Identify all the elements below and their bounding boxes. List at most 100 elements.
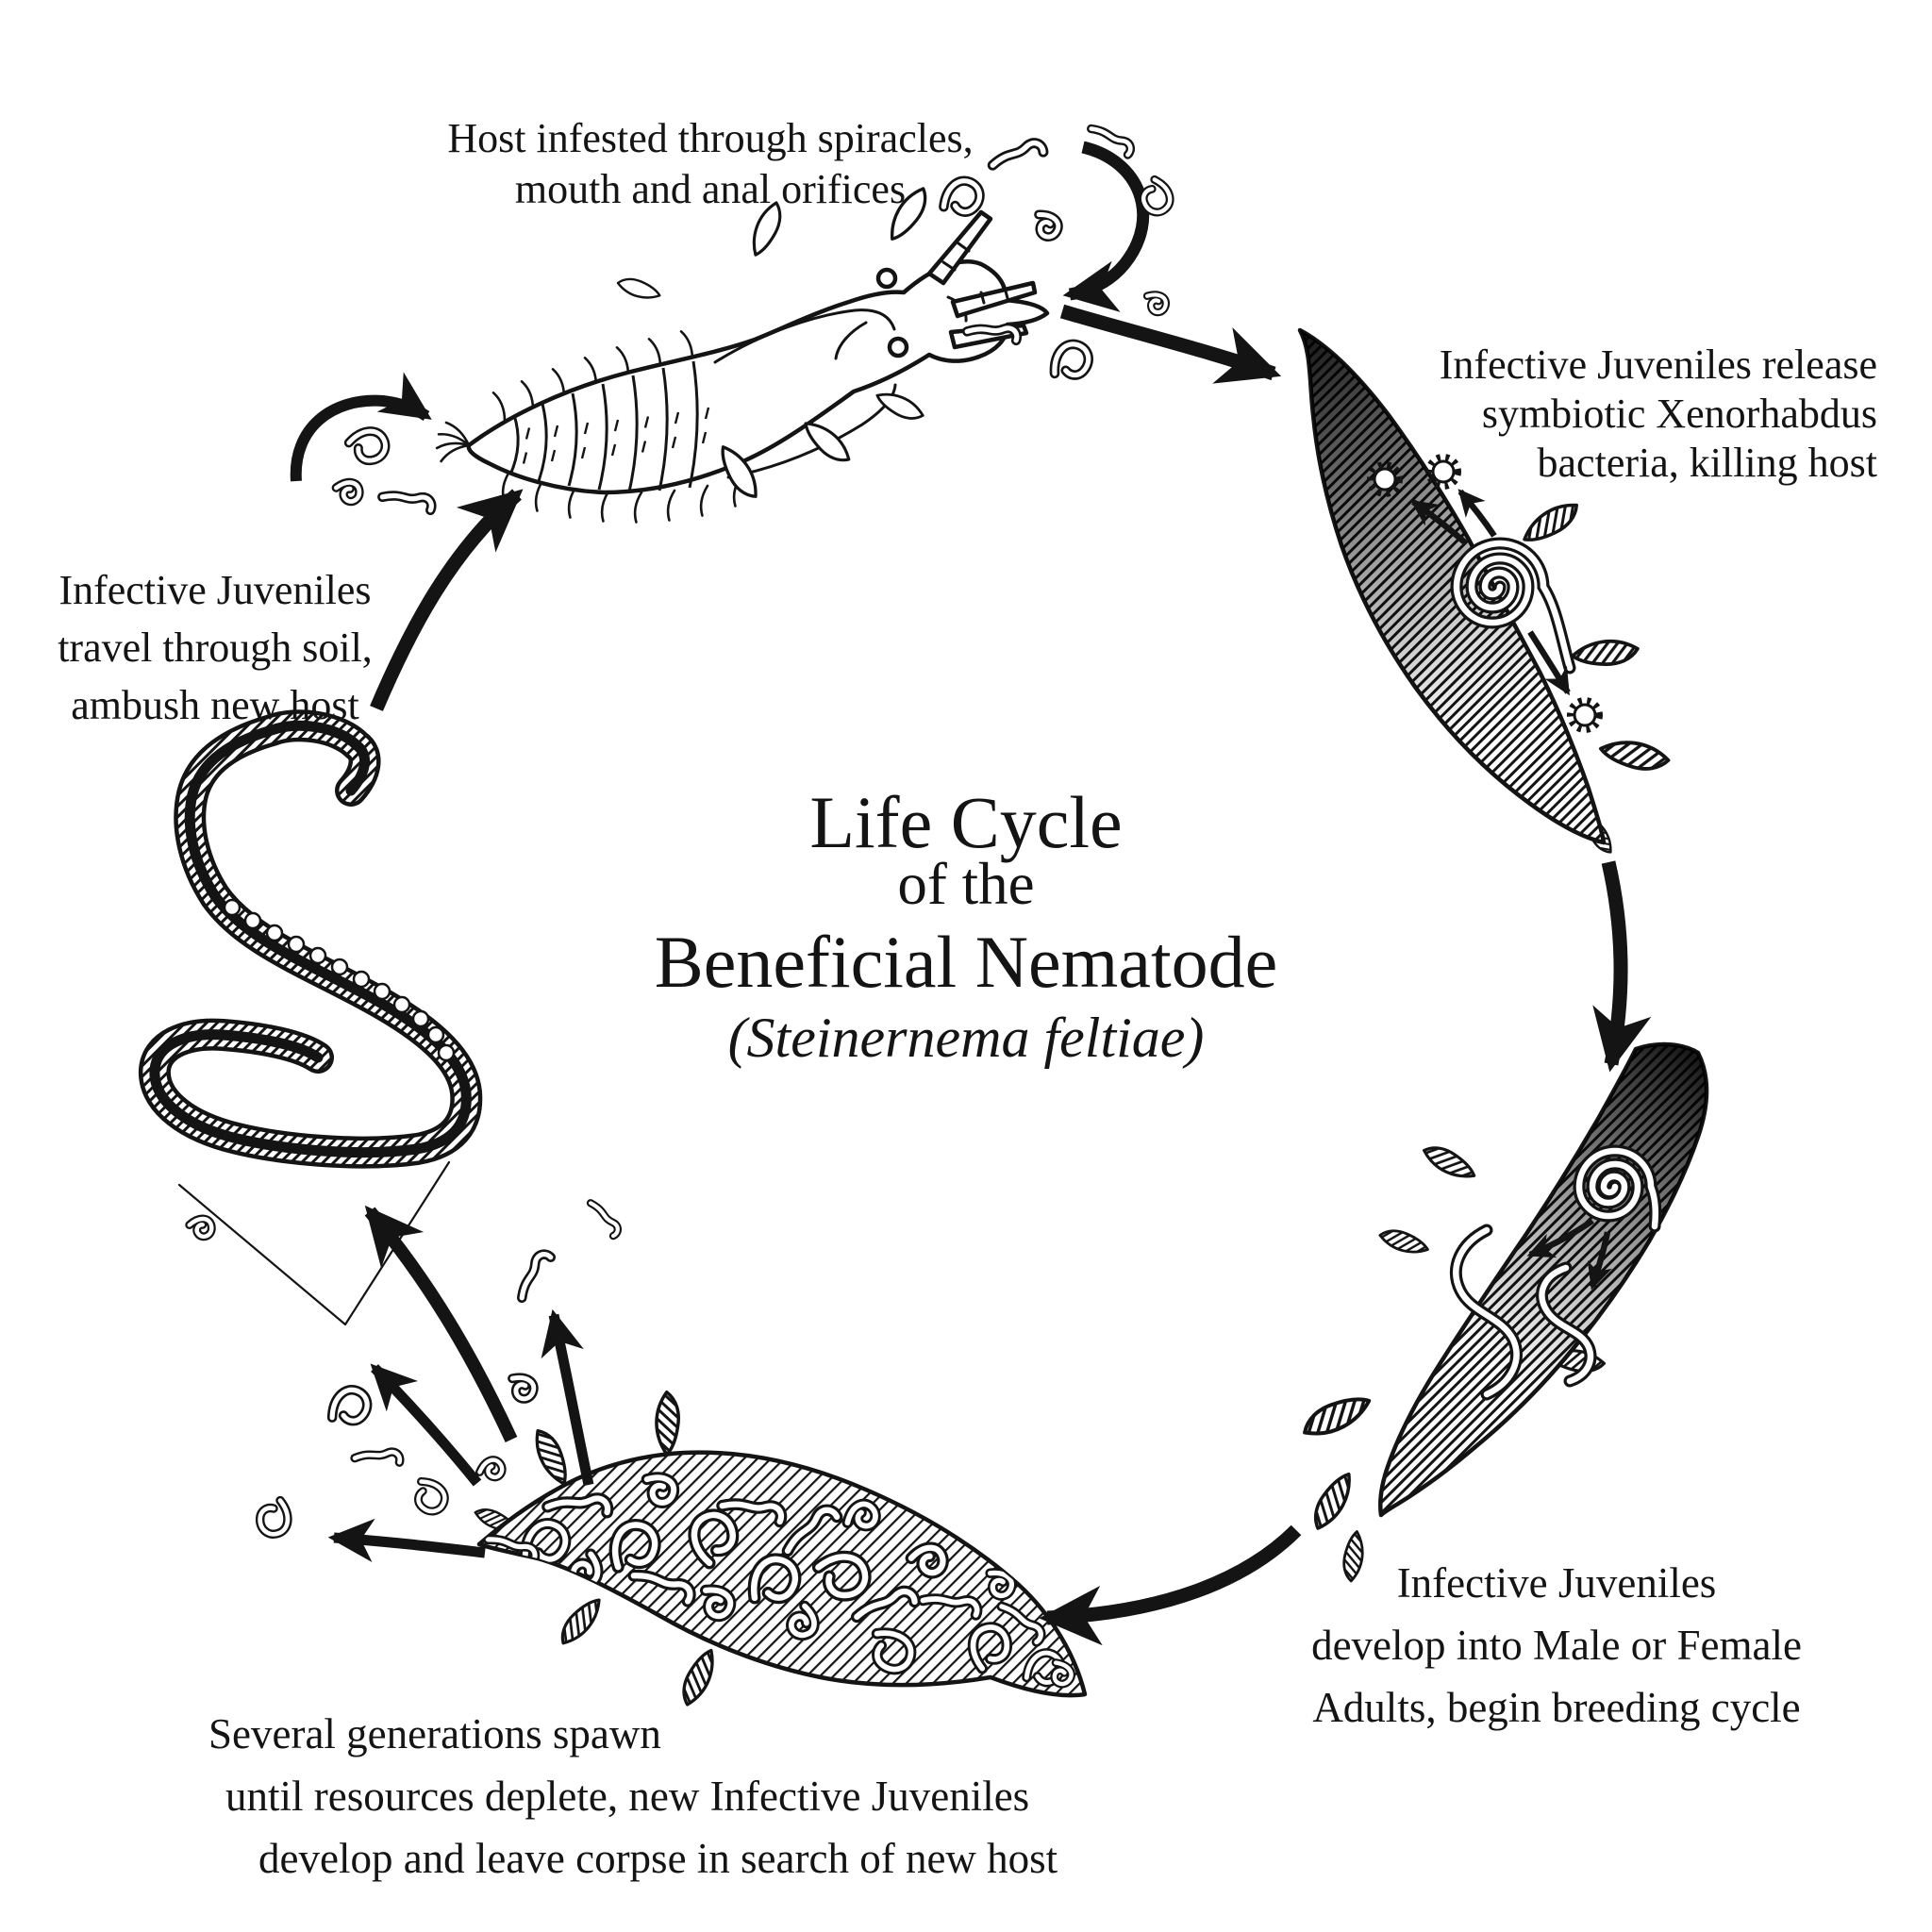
host-leg-claw (872, 387, 928, 425)
cycle-arrows (290, 141, 1652, 1646)
label-line: Several generations spawn (208, 1710, 661, 1757)
host-bristle (647, 338, 662, 369)
nematode-worm-icon (336, 481, 361, 504)
host-segment-tick (550, 425, 559, 462)
host-thorax-detail (834, 321, 868, 360)
label-line: travel through soil, (58, 625, 373, 671)
nematode-cell (243, 911, 262, 930)
host-segment-line (627, 375, 639, 492)
label-line: Adults, begin breeding cycle (1312, 1684, 1801, 1731)
label-spawn-generations: Several generations spawn until resource… (208, 1703, 1058, 1890)
nematode-worm-icon (355, 1437, 403, 1479)
development-arrow (1587, 1231, 1612, 1291)
infective-juvenile-magnified-illustration (139, 709, 483, 1326)
stage3-leg-claw (1418, 1140, 1481, 1185)
host-segment-tick (701, 407, 710, 444)
label-line: symbiotic Xenorhabdus (1481, 391, 1877, 437)
label-line: Host infested through spiracles, (447, 115, 974, 161)
nematode-worm-icon (508, 1375, 536, 1401)
nematode-cell (373, 982, 391, 1001)
host-ocellus-icon (875, 267, 898, 290)
host-segment-line (537, 403, 548, 482)
arrow-stage2-to-stage3 (1592, 860, 1652, 1073)
host-bristle (440, 443, 471, 463)
host-segment-line (688, 360, 699, 489)
nematode-worm-icon (325, 1386, 372, 1428)
arrow-juveniles-leaving (327, 1518, 486, 1563)
arrow-juveniles-leaving (541, 1308, 594, 1487)
label-line: mouth and anal orifices (514, 166, 907, 212)
bacteria-starburst-icon (1367, 454, 1603, 733)
diagram-title-line3: Beneficial Nematode (654, 921, 1278, 1003)
arrow-stage3-to-corpse (1039, 1524, 1302, 1646)
bacteria-release-arrow (1457, 489, 1497, 538)
label-line: Infective Juveniles (58, 567, 372, 613)
label-line: Infective Juveniles (1396, 1559, 1717, 1607)
host-thorax-detail (713, 308, 896, 364)
stage2-leg-claw (1569, 635, 1641, 672)
label-line: bacteria, killing host (1537, 440, 1877, 486)
label-soil-travel: Infective Juveniles travel through soil,… (0, 561, 460, 734)
corpse-leg-claw (526, 1424, 576, 1490)
nematode-cell (308, 946, 327, 965)
stage3-leg-claw (1376, 1225, 1432, 1258)
nematode-worm-icon (508, 1251, 560, 1298)
host-bristle (520, 380, 535, 411)
diagram-subtitle-species: (Steinernema feltiae) (727, 1007, 1205, 1069)
bacteria-release-arrow (1527, 630, 1571, 696)
host-bristle (600, 490, 610, 523)
host-body-outline (466, 259, 1050, 495)
host-segment-tick (580, 422, 590, 459)
diagram-title-line2: of the (897, 851, 1035, 917)
nematode-worm-icon (382, 475, 435, 525)
corpse-body-outline (476, 1450, 1088, 1698)
corpse-leg-claw (675, 1644, 722, 1710)
host-abdomen-segments (508, 360, 710, 492)
label-line: develop into Male or Female (1311, 1622, 1802, 1669)
breeding-adults-stage3-illustration (1299, 1041, 1709, 1584)
coiled-nematode-spiral-icon (1573, 1144, 1662, 1233)
nematode-worm-icon (1144, 293, 1167, 313)
adult-nematode-icon (1449, 1224, 1597, 1401)
nematode-worm-icon (412, 1475, 448, 1515)
host-bristle (435, 441, 471, 450)
label-line: ambush new host (71, 682, 359, 728)
nematode-cell (287, 935, 306, 954)
arrow-entering-tail-arc (290, 372, 432, 482)
host-segment-line (508, 414, 520, 475)
stage3-leg-claw (1307, 1466, 1359, 1536)
diagram-title-line1: Life Cycle (809, 781, 1123, 863)
host-bristle (666, 489, 676, 522)
arrow-juveniles-leaving (370, 1363, 482, 1487)
host-ocellus-icon (887, 336, 909, 358)
host-bristle (437, 432, 471, 447)
nematode-cell (265, 924, 284, 942)
stage2-leg-claw (1517, 494, 1585, 552)
development-arrow (1526, 1218, 1594, 1258)
label-host-infestation: Host infested through spiracles, mouth a… (286, 113, 1135, 215)
nematode-cell (330, 958, 349, 976)
s-shaped-nematode (139, 709, 483, 1169)
host-segment-line (597, 383, 608, 491)
host-bristle (567, 486, 577, 519)
arrow-host-to-stage2 (1059, 304, 1282, 384)
host-segment-tick (671, 411, 680, 449)
label-adult-development: Infective Juveniles develop into Male or… (1255, 1552, 1858, 1739)
host-segment-tick (610, 419, 620, 457)
arrow-juveniles-leaving (364, 1205, 518, 1442)
host-antenna (926, 209, 993, 286)
nematode-worm-icon (1046, 339, 1094, 383)
stage2-leg-claw (1596, 736, 1673, 774)
host-bristle (633, 491, 643, 524)
host-bristle (699, 484, 709, 517)
host-insect-illustration (435, 181, 1050, 524)
host-leg-claw (614, 274, 663, 304)
label-line: Infective Juveniles release (1439, 341, 1877, 388)
magnifier-callout-line (177, 1160, 451, 1326)
label-line: develop and leave corpse in search of ne… (258, 1835, 1058, 1882)
bacteria-release-arrow (1409, 499, 1469, 546)
depleted-corpse-illustration (471, 1390, 1088, 1710)
arrow-soil-to-host (370, 489, 524, 711)
